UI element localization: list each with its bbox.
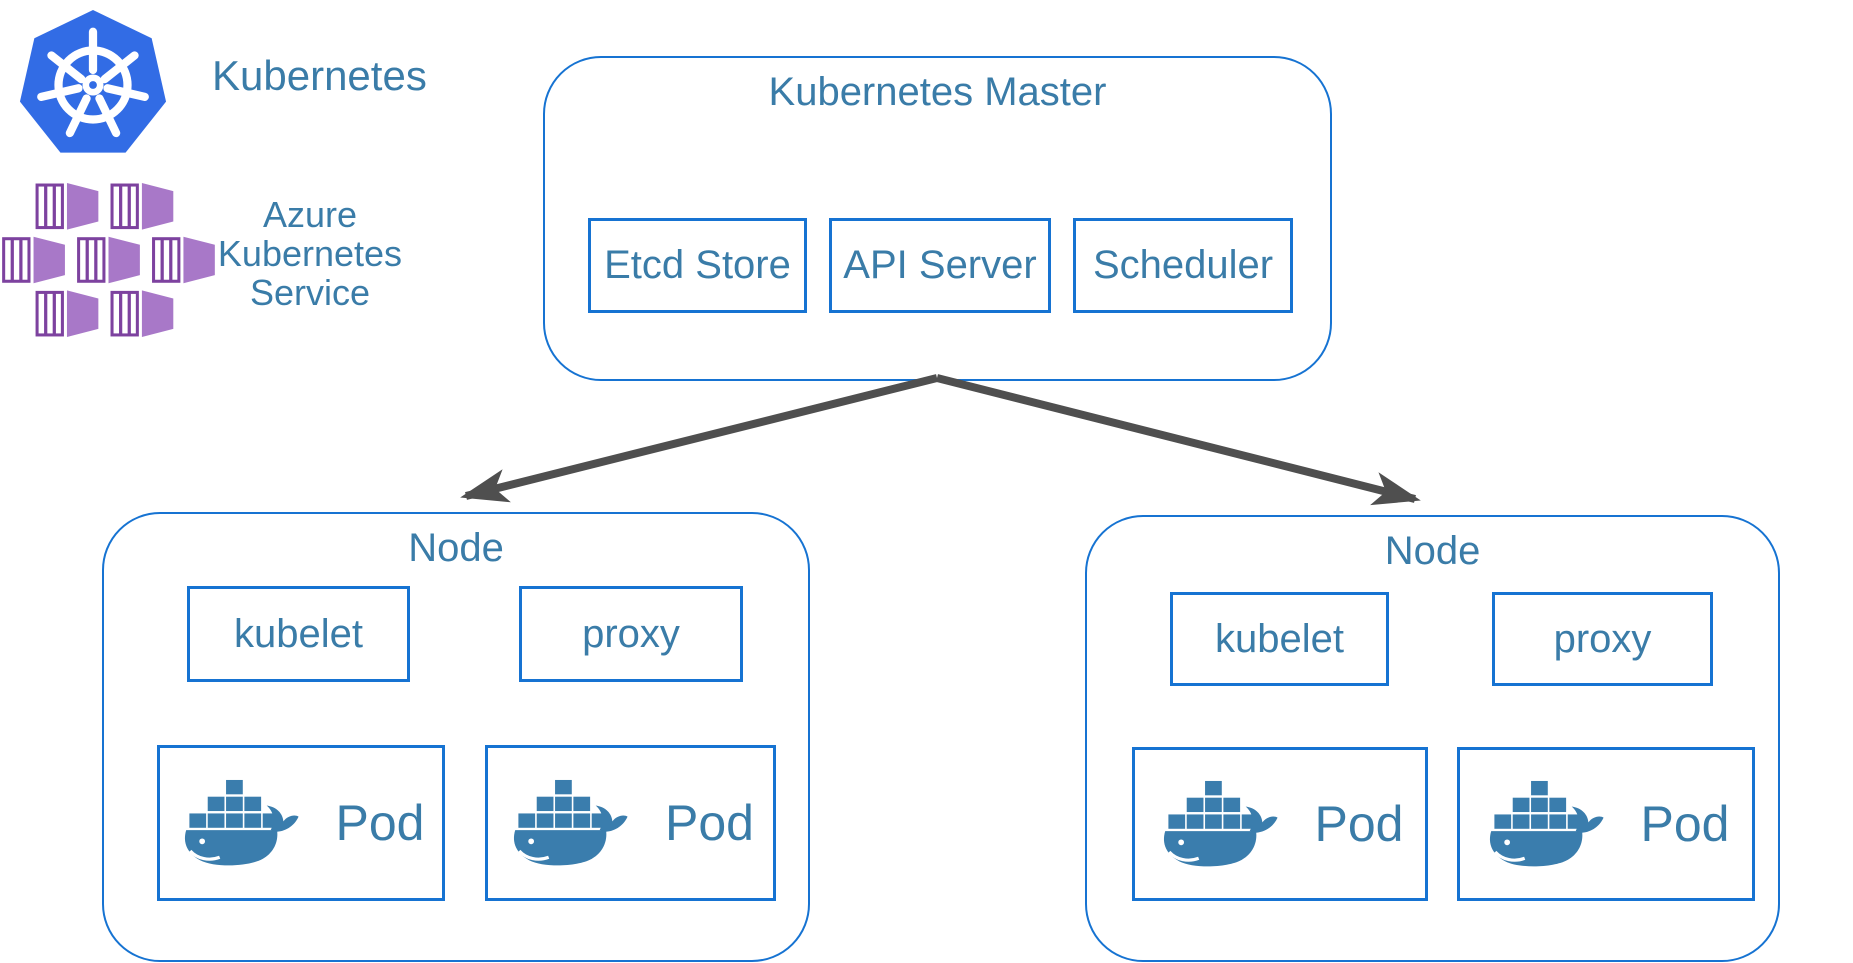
node-left-title: Node — [408, 526, 504, 570]
node-left-kubelet: kubelet — [187, 586, 410, 682]
node-left-pod-2: Pod — [485, 745, 776, 901]
azure-kubernetes-service-icon — [2, 182, 217, 339]
pod-label: Pod — [1640, 796, 1730, 852]
master-component-etcd-store: Etcd Store — [588, 218, 807, 313]
node-box-right: Node kubelet proxy Pod Pod — [1085, 515, 1780, 962]
kubernetes-logo-icon — [19, 10, 167, 153]
aks-label-line-1: Azure — [262, 194, 358, 235]
kubernetes-label: Kubernetes — [212, 52, 427, 99]
arrow-to-left-node — [460, 374, 938, 503]
docker-whale-icon — [1487, 779, 1605, 868]
node-box-left: Node kubelet proxy Pod Pod — [102, 512, 810, 962]
docker-whale-icon — [1161, 779, 1279, 868]
kubernetes-master-box: Kubernetes Master Etcd Store API Server … — [543, 56, 1332, 381]
node-right-title: Node — [1384, 529, 1481, 573]
arrow-to-right-node — [936, 374, 1421, 506]
node-right-kubelet: kubelet — [1170, 592, 1389, 686]
node-right-proxy: proxy — [1492, 592, 1713, 686]
docker-whale-icon — [512, 778, 630, 867]
pod-label: Pod — [1314, 796, 1404, 852]
node-right-pod-2: Pod — [1457, 747, 1755, 901]
docker-whale-icon — [182, 778, 300, 867]
node-left-proxy: proxy — [519, 586, 743, 682]
master-component-scheduler: Scheduler — [1073, 218, 1293, 313]
pod-label: Pod — [665, 795, 754, 851]
node-left-pod-1: Pod — [157, 745, 445, 901]
pod-label: Pod — [335, 795, 425, 851]
aks-label-line-3: Service — [249, 271, 371, 313]
aks-label-line-2: Kubernetes — [217, 232, 403, 274]
node-right-pod-1: Pod — [1132, 747, 1428, 901]
aks-label: Azure Kubernetes Service — [210, 194, 410, 313]
kubernetes-master-title: Kubernetes Master — [768, 70, 1107, 114]
master-component-api-server: API Server — [829, 218, 1051, 313]
